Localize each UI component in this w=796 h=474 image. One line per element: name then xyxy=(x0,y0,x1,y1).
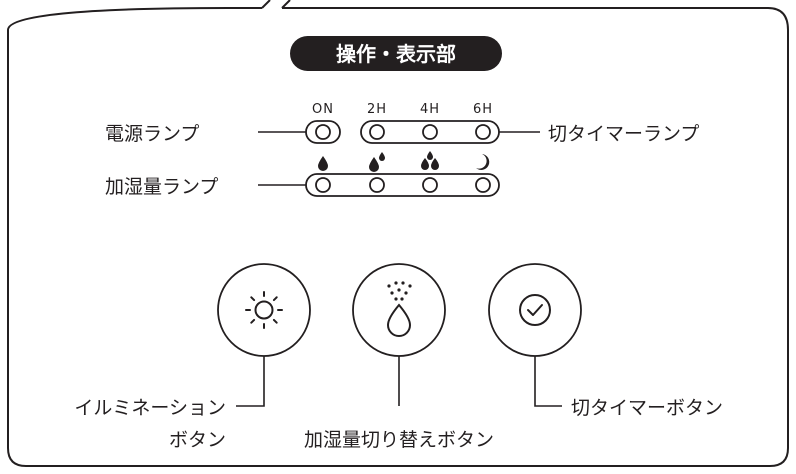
panel-frame xyxy=(7,0,789,467)
humidify-level-lamp-label: 加湿量ランプ xyxy=(105,176,218,198)
off-timer-button-label: 切タイマーボタン xyxy=(571,397,723,419)
timer-label-on: ON xyxy=(312,102,334,117)
mist-drop-icon xyxy=(386,281,412,337)
panel-title: 操作・表示部 xyxy=(336,42,456,66)
humidify-level-lamp-1 xyxy=(315,177,331,193)
drop-1-icon xyxy=(318,156,328,171)
power-lamp xyxy=(315,124,331,140)
moon-icon xyxy=(476,154,490,170)
timer-lamp-2h xyxy=(369,124,385,140)
off-timer-button[interactable] xyxy=(488,263,582,357)
humidify-level-lamp-3 xyxy=(422,177,438,193)
humidify-level-lamp-4 xyxy=(475,177,491,193)
timer-label-4h: 4H xyxy=(420,102,440,117)
illumination-button-leader xyxy=(236,356,265,407)
humidify-button-label: 加湿量切り替えボタン xyxy=(304,429,494,451)
humidify-button[interactable] xyxy=(352,263,446,357)
power-lamp-label: 電源ランプ xyxy=(105,123,199,145)
humidify-level-lamp-2 xyxy=(369,177,385,193)
illumination-button-label-line2: ボタン xyxy=(169,429,226,451)
power-lamp-capsule xyxy=(305,120,341,144)
drop-2-icon xyxy=(369,152,385,172)
drop-3-icon xyxy=(421,151,439,170)
clock-check-icon xyxy=(519,294,551,326)
off-timer-lamp-label: 切タイマーランプ xyxy=(548,123,699,145)
timer-label-6h: 6H xyxy=(473,102,493,117)
timer-lamp-6h xyxy=(475,124,491,140)
title-badge xyxy=(290,36,502,71)
timer-lamp-4h xyxy=(422,124,438,140)
illumination-button-label-line1: イルミネーション xyxy=(74,397,226,419)
off-timer-button-leader xyxy=(534,356,562,407)
sun-icon xyxy=(245,291,283,329)
humidify-level-lamps-capsule xyxy=(305,173,500,197)
illumination-button[interactable] xyxy=(217,263,311,357)
timer-label-2h: 2H xyxy=(367,102,387,117)
